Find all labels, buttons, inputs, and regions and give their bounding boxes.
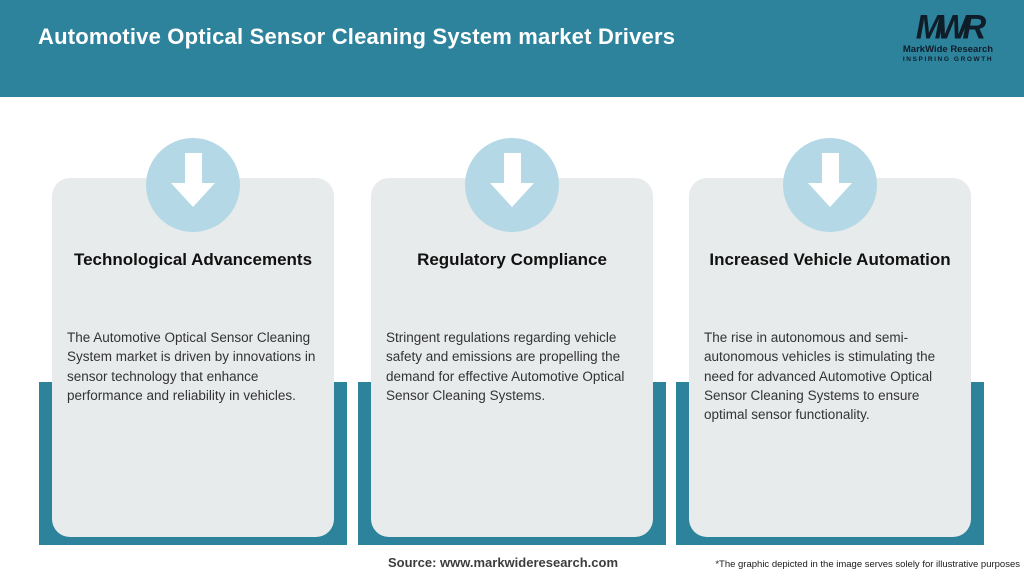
card-title: Increased Vehicle Automation [709,250,951,269]
card-description: The rise in autonomous and semi-autonomo… [704,330,936,423]
arrow-head [171,183,215,207]
arrow-stem [184,153,202,184]
driver-card-increased-vehicle-automation: Increased Vehicle Automation The rise in… [689,178,971,537]
driver-card-regulatory-compliance: Regulatory Compliance Stringent regulati… [371,178,653,537]
arrow-head [808,183,852,207]
arrow-stem [821,153,839,184]
page-title: Automotive Optical Sensor Cleaning Syste… [38,24,676,49]
driver-card-technological-advancements: Technological Advancements The Automotiv… [52,178,334,537]
down-arrow-icon [783,138,877,232]
card-title: Technological Advancements [73,250,313,269]
card-description: The Automotive Optical Sensor Cleaning S… [67,330,316,403]
source-text: Source: www.markwideresearch.com [388,555,619,570]
markwide-research-logo: MWR MarkWide Research INSPIRING GROWTH [900,7,996,63]
driver-column-1: Technological Advancements The Automotiv… [39,0,347,576]
logo-name: MarkWide Research [902,44,994,55]
down-arrow-icon [465,138,559,232]
disclaimer-text: *The graphic depicted in the image serve… [715,559,1020,570]
arrow-stem [503,153,521,184]
arrow-head [490,183,534,207]
down-arrow-icon [146,138,240,232]
driver-column-3: Increased Vehicle Automation The rise in… [676,0,984,576]
logo-tagline: INSPIRING GROWTH [902,56,994,63]
card-description: Stringent regulations regarding vehicle … [386,330,625,403]
card-title: Regulatory Compliance [417,250,607,269]
header-bar: Automotive Optical Sensor Cleaning Syste… [0,0,1024,97]
logo-monogram-icon: MWR [915,7,986,46]
driver-column-2: Regulatory Compliance Stringent regulati… [358,0,666,576]
